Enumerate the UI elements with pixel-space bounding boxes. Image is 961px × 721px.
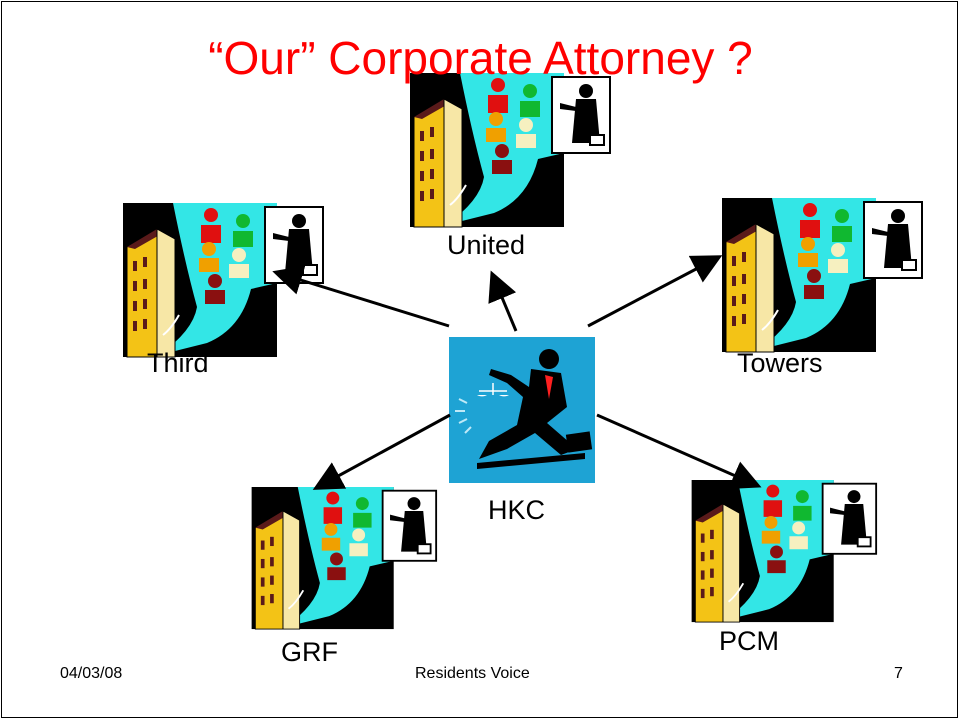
- footer-date: 04/03/08: [60, 665, 123, 682]
- center-node-hkc: [449, 337, 595, 483]
- node-third: [123, 203, 333, 358]
- community-building-icon: [691, 480, 878, 623]
- node-pcm: [691, 480, 886, 623]
- community-building-icon: [410, 73, 611, 228]
- node-grf: [251, 487, 446, 630]
- slide-title: “Our” Corporate Attorney ?: [208, 32, 753, 84]
- label-hkc: HKC: [488, 495, 546, 525]
- node-united: [410, 73, 620, 228]
- label-united: United: [447, 230, 526, 260]
- label-towers: Towers: [737, 348, 823, 378]
- lawyer-scales-icon: [449, 337, 595, 483]
- footer-page-number: 7: [894, 665, 903, 682]
- community-building-icon: [251, 487, 438, 630]
- label-pcm: PCM: [719, 626, 779, 656]
- node-towers: [722, 198, 932, 353]
- label-grf: GRF: [281, 637, 338, 667]
- community-building-icon: [123, 203, 324, 358]
- label-third: Third: [147, 348, 209, 378]
- community-building-icon: [722, 198, 923, 353]
- footer-center-text: Residents Voice: [415, 665, 530, 682]
